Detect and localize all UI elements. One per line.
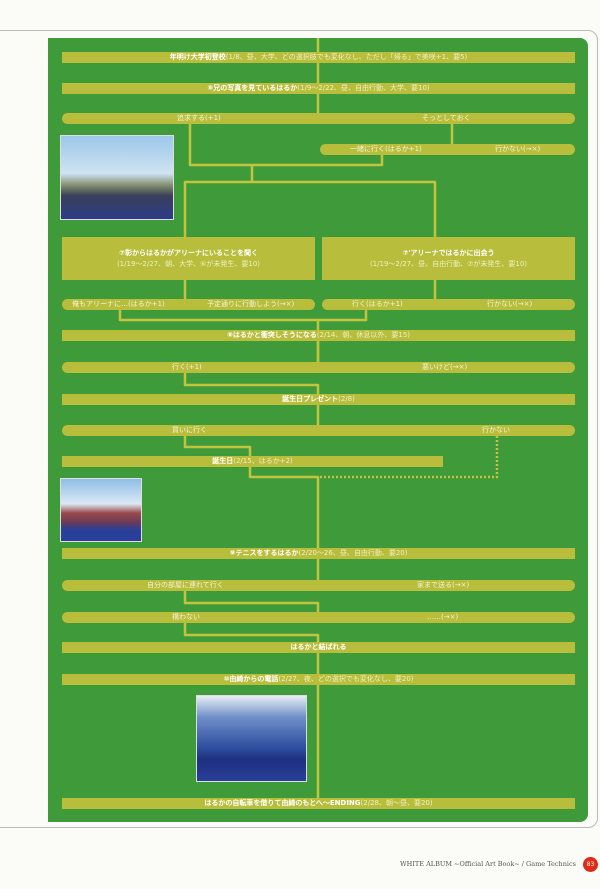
dotted-connector — [318, 436, 499, 479]
event-detail: (1/19〜2/27、昼、自由行動、⑦が未発生、要10) — [369, 259, 528, 268]
event-box-7: ⑦彰からはるかがアリーナにいることを聞く (1/19〜2/27、朝、大学、⑥が未発… — [62, 237, 315, 280]
choice-option: 行く(+1) — [172, 363, 202, 371]
choice-row-8: 構わない ……(→×) — [62, 612, 575, 623]
choice-option: 自分の部屋に連れて行く — [147, 581, 224, 589]
game-screenshot-campus — [60, 135, 174, 220]
choice-option: 買いに行く — [172, 426, 207, 434]
event-title: ⑥兄の写真を見ているはるか — [207, 84, 298, 92]
event-title: ⑧はるかと衝突しそうになる — [226, 331, 317, 339]
event-bar-first-day: 年明け大学初登校(1/8、昼、大学、どの選択肢でも変化なし、ただし「帰る」で美咲… — [62, 52, 575, 63]
choice-row-4: 行く(はるか+1) 行かない(→×) — [322, 299, 575, 310]
event-title: ⑦'アリーナではるかに出会う — [402, 248, 495, 257]
choice-option: 行く(はるか+1) — [352, 300, 403, 308]
choice-option: 構わない — [172, 613, 200, 621]
connector — [183, 280, 437, 299]
choice-row-7: 自分の部屋に連れて行く 家まで送る(→×) — [62, 580, 575, 591]
event-detail: (1/8、昼、大学、どの選択肢でも変化なし、ただし「帰る」で美咲+1、要5) — [225, 53, 468, 61]
event-detail: (1/9〜2/22、昼、自由行動、大学、要10) — [297, 84, 430, 92]
choice-option: 行かない(→×) — [487, 300, 533, 308]
choice-option: 悪いけど(→×) — [422, 363, 468, 371]
event-title: 誕生日 — [212, 457, 234, 465]
page-frame — [0, 30, 598, 828]
choice-row-1: 追求する(+1) そっとしておく — [62, 113, 575, 124]
game-screenshot-room — [196, 695, 307, 782]
event-bar-9: ⑨テニスをするはるか(2/20〜26、昼、自由行動、要20) — [62, 548, 575, 559]
connector — [183, 165, 437, 237]
choice-option: そっとしておく — [422, 114, 471, 122]
connector — [188, 124, 384, 167]
page-number: 83 — [583, 857, 598, 872]
event-bar-bound: はるかと結ばれる — [62, 642, 575, 653]
event-bar-present: 誕生日プレゼント(2/8) — [62, 394, 575, 405]
choice-row-6: 買いに行く 行かない — [62, 425, 575, 436]
connector — [183, 373, 320, 425]
choice-option: ……(→×) — [427, 613, 459, 621]
event-title: 年明け大学初登校 — [169, 53, 226, 61]
connector — [183, 436, 320, 548]
choice-row-2: 一緒に行く(はるか+1) 行かない(→×) — [320, 144, 575, 155]
event-title: ⑦彰からはるかがアリーナにいることを聞く — [119, 248, 258, 257]
footer-text: WHITE ALBUM ~Official Art Book~ / Game T… — [400, 860, 576, 868]
choice-option: 一緒に行く(はるか+1) — [350, 145, 422, 153]
choice-row-3: 俺もアリーナに…(はるか+1) 予定通りに行動しよう(→×) — [62, 299, 315, 310]
event-bar-ending: はるかの自転車を借りて由綺のもとへ〜ENDING(2/28、朝〜昼、要20) — [62, 798, 575, 809]
event-title: はるかの自転車を借りて由綺のもとへ〜ENDING — [204, 799, 361, 807]
choice-option: 予定通りに行動しよう(→×) — [207, 300, 295, 308]
event-detail: (2/14、朝、休息以外、要15) — [316, 331, 411, 339]
connector — [183, 591, 320, 612]
event-bar-8: ⑧はるかと衝突しそうになる(2/14、朝、休息以外、要15) — [62, 330, 575, 341]
event-box-7b: ⑦'アリーナではるかに出会う (1/19〜2/27、昼、自由行動、⑦が未発生、要1… — [322, 237, 575, 280]
choice-row-5: 行く(+1) 悪いけど(→×) — [62, 362, 575, 373]
choice-option: 家まで送る(→×) — [417, 581, 470, 589]
event-title: はるかと結ばれる — [290, 643, 347, 651]
event-detail: (2/27、夜、どの選択でも変化なし、要20) — [278, 675, 414, 683]
event-bar-birthday: 誕生日(2/15、はるか+2) — [62, 456, 443, 467]
connector — [183, 623, 320, 642]
event-detail: (2/20〜26、昼、自由行動、要20) — [298, 549, 408, 557]
event-detail: (2/8) — [338, 395, 355, 403]
event-detail: (2/15、はるか+2) — [233, 457, 293, 465]
event-title: 誕生日プレゼント — [282, 395, 339, 403]
choice-option: 行かない(→×) — [495, 145, 541, 153]
choice-option: 追求する(+1) — [177, 114, 221, 122]
event-detail: (2/28、朝〜昼、要20) — [360, 799, 433, 807]
event-bar-6: ⑥兄の写真を見ているはるか(1/9〜2/22、昼、自由行動、大学、要10) — [62, 83, 575, 94]
event-title: ⑨テニスをするはるか — [229, 549, 299, 557]
game-screenshot-haruka — [60, 478, 142, 542]
event-bar-10: ⑩由綺からの電話(2/27、夜、どの選択でも変化なし、要20) — [62, 674, 575, 685]
choice-option: 俺もアリーナに…(はるか+1) — [72, 300, 165, 308]
event-detail: (1/19〜2/27、朝、大学、⑥が未発生、要10) — [116, 259, 261, 268]
choice-option: 行かない — [482, 426, 510, 434]
event-title: ⑩由綺からの電話 — [223, 675, 279, 683]
